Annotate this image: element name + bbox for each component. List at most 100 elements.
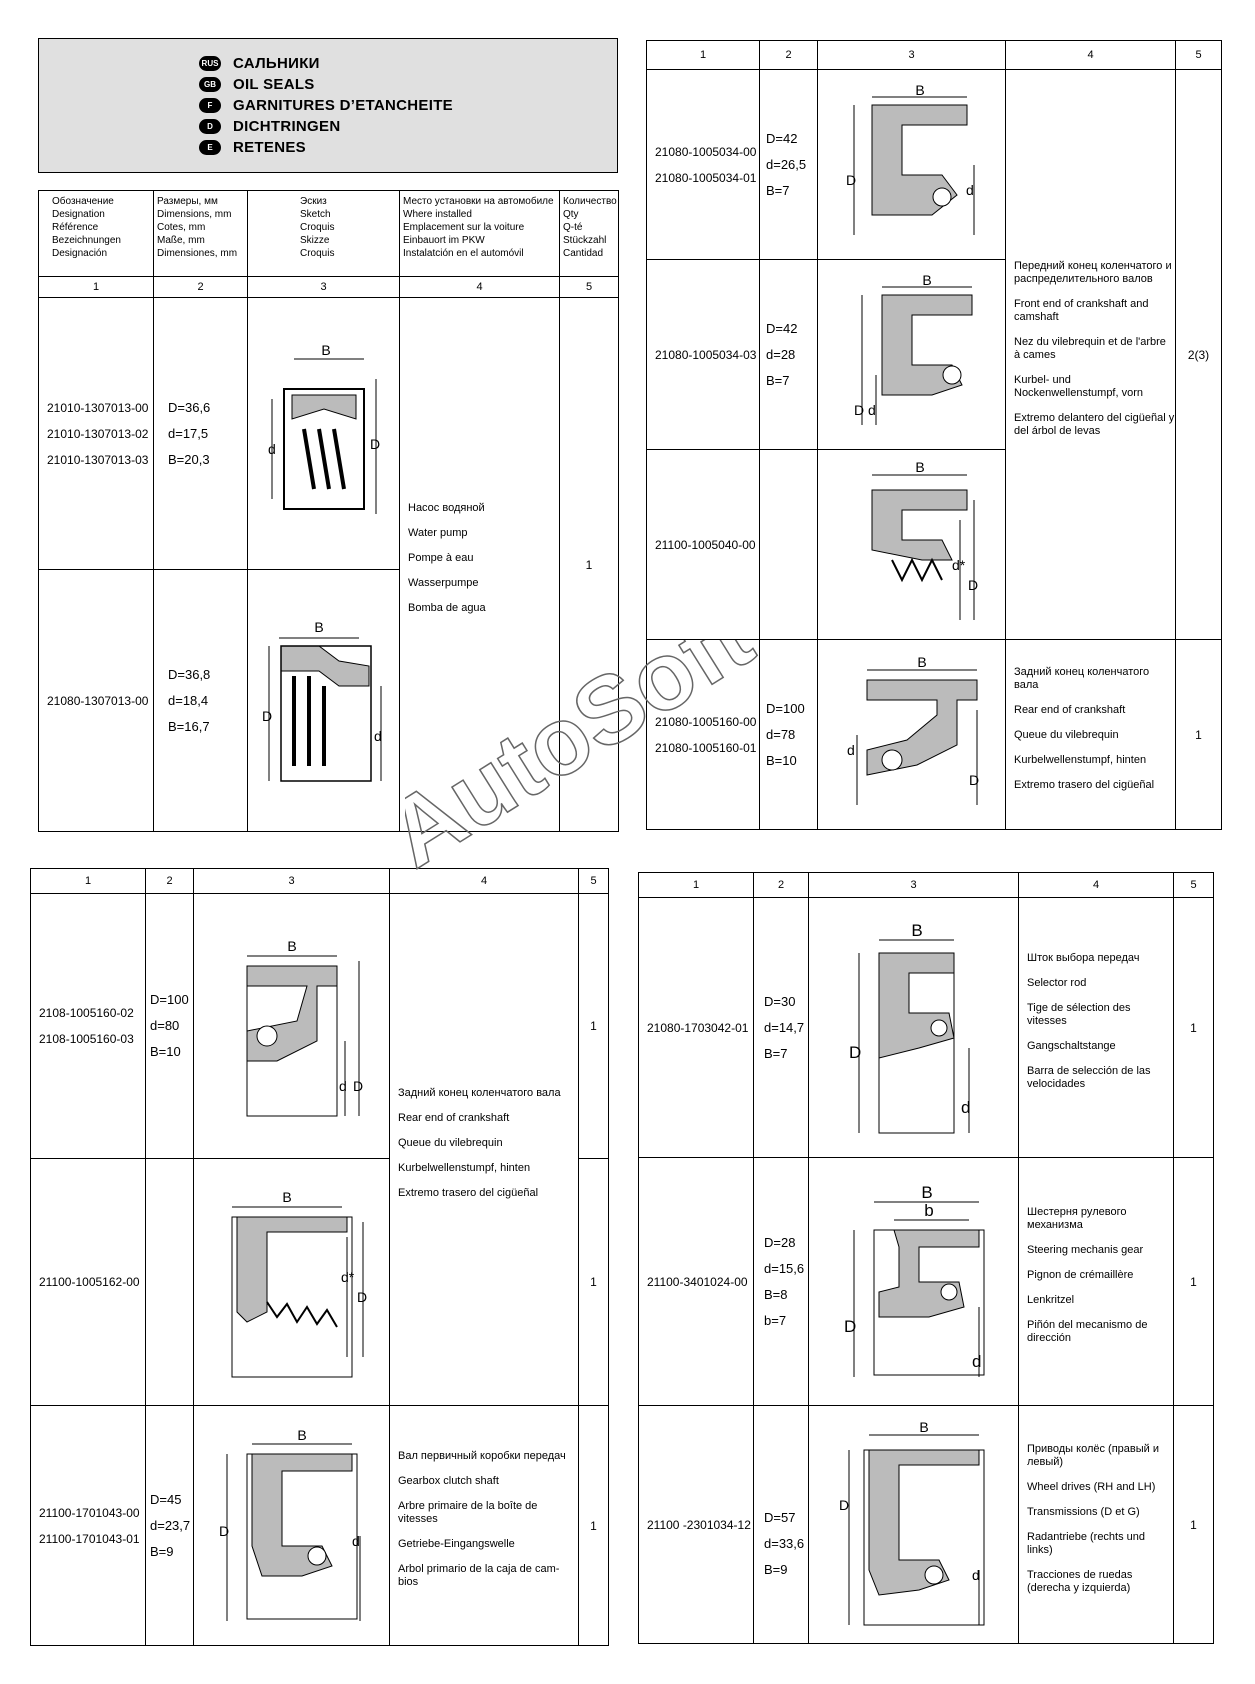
hdr-text: Croquis <box>300 248 335 259</box>
title-row-rus: RUS САЛЬНИКИ <box>199 53 320 74</box>
hdr-text: Количество <box>563 196 617 207</box>
location-text: Extremo trasero del cigüeñal <box>1014 778 1155 791</box>
dim-label: D <box>846 172 856 188</box>
dimension: B=7 <box>766 372 790 388</box>
table-row: 21100-1005162-00 B d* D 1 <box>30 1158 609 1406</box>
sketch-cell: B D d <box>193 1405 390 1646</box>
lang-badge-rus: RUS <box>199 56 221 71</box>
dimension: d=18,4 <box>168 692 209 708</box>
part-code: 21080-1703042-01 <box>647 1020 749 1035</box>
table-row: 21080-1005034-00 21080-1005034-01 D=42 d… <box>646 69 1222 640</box>
sketch-cell: B d D <box>193 893 390 1159</box>
dimensions: D=36,8 d=18,4 B=16,7 <box>153 569 248 832</box>
dim-label: D <box>854 402 864 418</box>
title-row-f: F GARNITURES D’ETANCHEITE <box>199 95 453 116</box>
dim-label: B <box>915 460 924 475</box>
dimension: D=45 <box>150 1491 182 1507</box>
install-location: Передний конец коленчатого и распределит… <box>1005 69 1176 640</box>
part-codes: 21080-1307013-00 <box>38 569 154 832</box>
dimension: D=57 <box>764 1510 796 1525</box>
table-crankshaft: 1 2 3 4 5 21080-1005034-00 21080-1005034… <box>646 40 1222 830</box>
quantity: 1 <box>559 297 619 832</box>
hdr-text: Stückzahl <box>563 235 607 246</box>
title-rus: САЛЬНИКИ <box>233 55 320 72</box>
dim-label: d <box>339 1078 347 1094</box>
dim-label: d <box>847 742 855 758</box>
location-text: Radantriebe (rechts und links) <box>1027 1530 1146 1556</box>
location-text: Wheel drives (RH and LH) <box>1027 1480 1156 1493</box>
col-number: 3 <box>193 868 390 894</box>
dim-label: B <box>917 655 926 670</box>
quantity: 1 <box>1173 897 1214 1158</box>
dimensions <box>759 449 818 640</box>
part-codes: 21080-1005160-00 21080-1005160-01 <box>646 639 760 830</box>
dimension: D=30 <box>764 993 796 1009</box>
hdr-text: Einbauort im PKW <box>403 235 485 246</box>
seal-sketch: B D d <box>849 921 970 1133</box>
location-text: Задний конец коленчатого вала <box>398 1087 561 1099</box>
dim-label: d <box>268 441 276 457</box>
seal-sketch: B D d <box>219 1427 360 1621</box>
lang-badge-d: D <box>199 119 221 134</box>
seal-sketch: B D d <box>839 1420 984 1625</box>
location-text: Rear end of crankshaft <box>398 1112 510 1124</box>
dimension: d=28 <box>766 346 796 362</box>
dim-label: B <box>314 619 323 635</box>
hdr-text: Обозначение <box>52 196 114 207</box>
dim-label: B <box>922 275 931 288</box>
part-code: 21080-1005034-03 <box>655 347 757 362</box>
location-text: Nez du vilebrequin et de l'arbre à cames <box>1014 335 1166 361</box>
part-code: 21010-1307013-00 <box>47 400 149 415</box>
install-location: Приводы колёс (правый и левый) Wheel dri… <box>1018 1405 1174 1644</box>
hdr-text: Référence <box>52 222 99 233</box>
col-number: 5 <box>1175 40 1222 70</box>
hdr-text: Croquis <box>300 222 335 233</box>
dimension: d=17,5 <box>168 425 209 441</box>
seal-sketch: B b D d <box>844 1183 984 1377</box>
part-code: 21100-1701043-00 <box>39 1505 140 1520</box>
part-code: 21010-1307013-03 <box>47 452 149 467</box>
dimension: d=26,5 <box>766 156 807 172</box>
hdr-text: Where installed <box>403 209 472 220</box>
title-e: RETENES <box>233 139 306 156</box>
title-block: RUS САЛЬНИКИ GB OIL SEALS F GARNITURES D… <box>38 38 618 173</box>
location-text: Kurbel- und Nockenwellenstumpf, vorn <box>1014 373 1144 399</box>
quantity: 1 <box>1173 1157 1214 1406</box>
table-water-pump: Обозначение Designation Référence Bezeic… <box>38 190 619 832</box>
sketch-cell: B D d <box>817 259 1006 450</box>
hdr-text: Designation <box>52 209 105 220</box>
dim-label: B <box>915 85 924 98</box>
dimension: B=7 <box>766 182 790 198</box>
part-codes: 21080-1703042-01 <box>638 897 754 1158</box>
hdr-text: Instalatción en el automóvil <box>403 248 524 259</box>
sketch-cell: B d D <box>247 297 400 570</box>
dim-label: b <box>924 1201 933 1220</box>
table-row: 21080-1703042-01 D=30 d=14,7 B=7 B D d Ш… <box>638 897 1214 1158</box>
dim-label: B <box>911 921 922 940</box>
dimensions: D=28 d=15,6 B=8 b=7 <box>753 1157 809 1406</box>
dim-label: d <box>868 402 876 418</box>
table-steering: 1 2 3 4 5 21080-1703042-01 D=30 d=14,7 B… <box>638 872 1214 1644</box>
part-code: 21080-1307013-00 <box>47 693 149 708</box>
dimension: d=80 <box>150 1018 180 1033</box>
dimension: D=42 <box>766 320 798 336</box>
table-row: 2108-1005160-02 2108-1005160-03 D=100 d=… <box>30 893 609 1406</box>
dimension: B=7 <box>764 1045 788 1061</box>
col-number: 2 <box>145 868 194 894</box>
dim-label: B <box>297 1427 306 1443</box>
col-number: 2 <box>759 40 818 70</box>
lang-badge-e: E <box>199 140 221 155</box>
dim-label: B <box>921 1183 932 1202</box>
dimensions: D=36,6 d=17,5 B=20,3 <box>153 297 248 570</box>
col-number: 5 <box>578 868 609 894</box>
table-row: 21100-1005040-00 B d* D <box>646 449 1222 640</box>
col-number: 1 <box>646 40 760 70</box>
hdr-text: Dimensiones, mm <box>157 248 238 259</box>
dim-label: B <box>287 938 296 954</box>
col-number: 1 <box>638 872 754 898</box>
sketch-cell: B b D d <box>808 1157 1019 1406</box>
location-text: Piñón del mecanismo de dirección <box>1027 1319 1148 1344</box>
dimension: D=28 <box>764 1234 796 1250</box>
location-text: Selector rod <box>1027 977 1087 989</box>
part-codes: 21100 -2301034-12 <box>638 1405 754 1644</box>
